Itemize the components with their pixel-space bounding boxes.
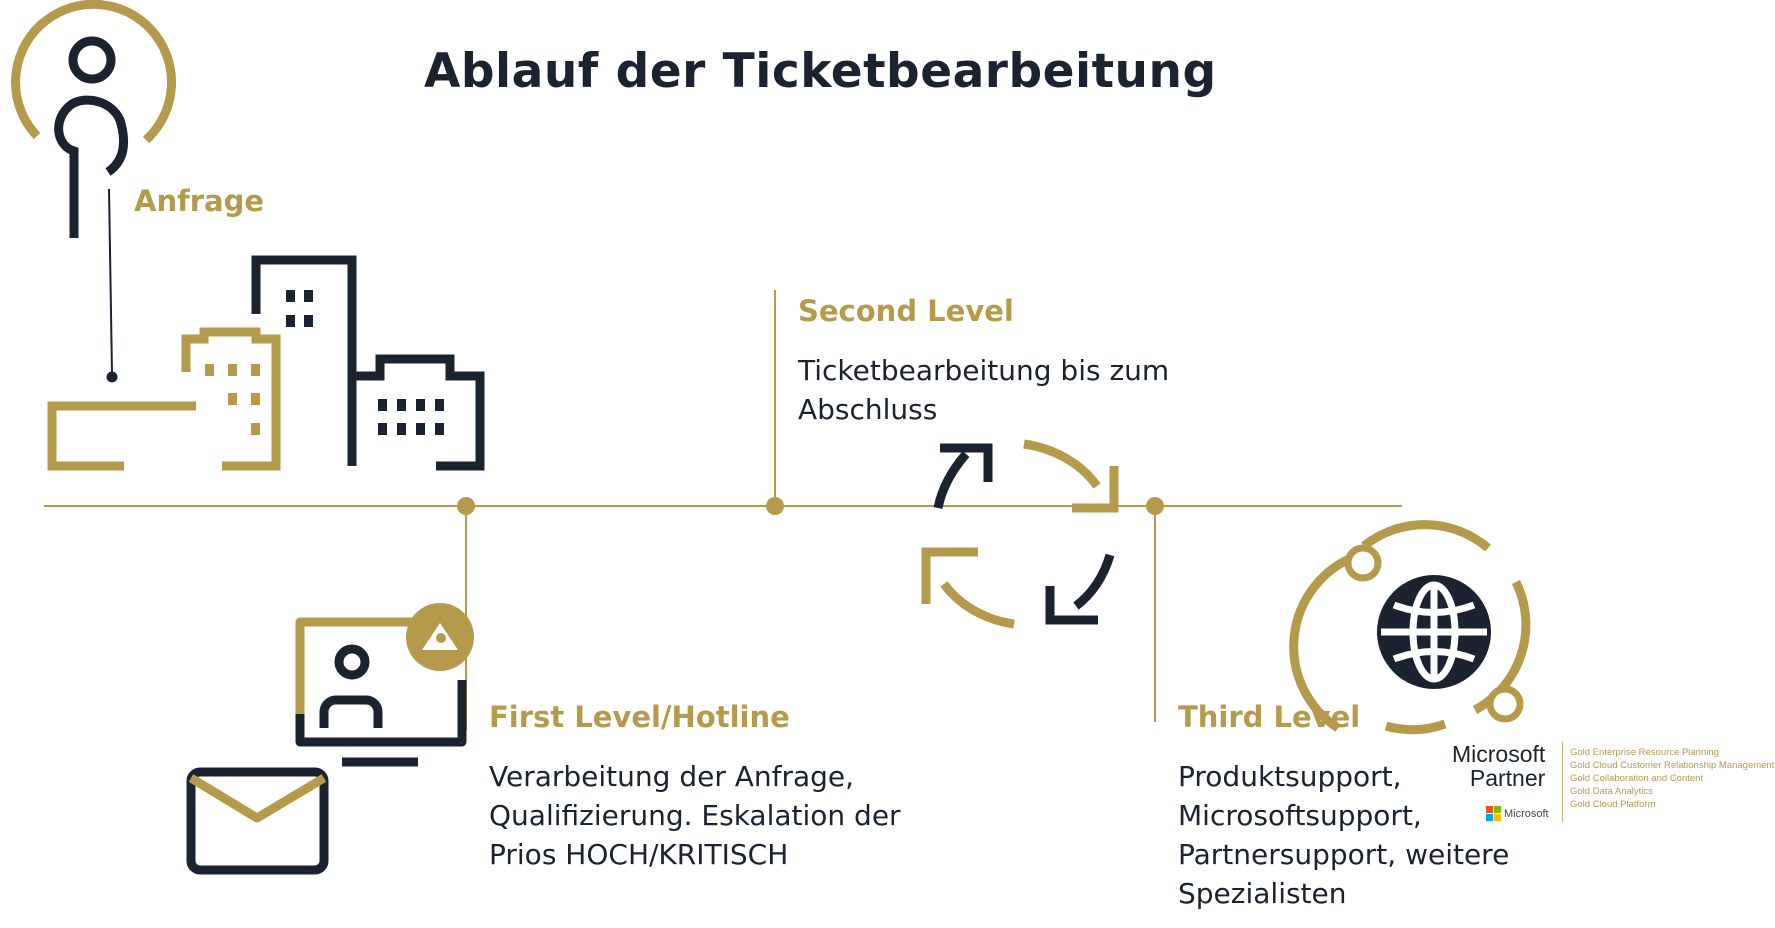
- partner-competency: Gold Collaboration and Content: [1570, 773, 1704, 784]
- first-level-heading: First Level/Hotline: [489, 700, 790, 734]
- first-level-description: Verarbeitung der Anfrage, Qualifizierung…: [489, 760, 901, 871]
- video-call-icon: [295, 603, 474, 767]
- third-level-heading: Third Level: [1178, 700, 1361, 734]
- third-level-description: Produktsupport, Microsoftsupport, Partne…: [1178, 760, 1510, 910]
- partner-competency-list: Gold Enterprise Resource Planning Gold C…: [1570, 746, 1774, 811]
- partner-competency: Gold Cloud Customer Relationship Managem…: [1570, 760, 1775, 771]
- microsoft-logo-icon: [1486, 806, 1501, 821]
- partner-competency: Gold Enterprise Resource Planning: [1570, 747, 1719, 758]
- partner-badge-divider: [1562, 742, 1563, 822]
- cycle-arrows-icon: [921, 439, 1119, 629]
- second-level-description: Ticketbearbeitung bis zum Abschluss: [798, 354, 1170, 426]
- envelope-icon: [186, 767, 329, 875]
- buildings-icon: [47, 255, 485, 471]
- page-title: Ablauf der Ticketbearbeitung: [424, 44, 1217, 99]
- partner-competency: Gold Cloud Platform: [1570, 799, 1656, 810]
- globe-icon: [1289, 520, 1531, 735]
- person-pin-icon: [11, 0, 177, 383]
- anfrage-label: Anfrage: [134, 184, 265, 218]
- microsoft-small-brand-label: Microsoft: [1504, 807, 1549, 820]
- second-level-heading: Second Level: [798, 294, 1014, 328]
- microsoft-small-brand: Microsoft: [1486, 806, 1549, 821]
- partner-competency: Gold Data Analytics: [1570, 786, 1653, 797]
- microsoft-partner-wordmark: Microsoft Partner: [1452, 741, 1546, 791]
